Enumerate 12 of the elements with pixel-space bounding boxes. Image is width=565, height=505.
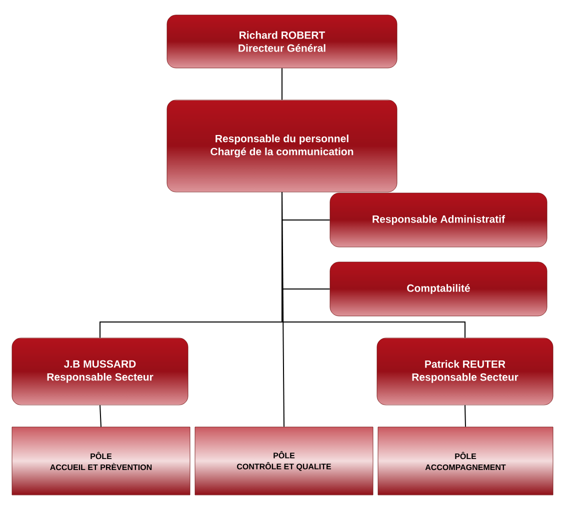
connector-line: [282, 192, 284, 428]
role-box: Responsable Administratif: [330, 192, 548, 248]
department-box: PÔLE ACCOMPAGNEMENT: [378, 426, 554, 496]
role-box: Responsable du personnel Chargé de la communication: [166, 100, 398, 192]
department-box: PÔLE CONTRÔLE ET QUALITE: [194, 426, 374, 496]
connector-line: [100, 404, 102, 428]
role-box: Patrick REUTER Responsable Secteur: [376, 338, 554, 406]
role-box: J.B MUSSARD Responsable Secteur: [12, 338, 188, 406]
role-box: Richard ROBERT Directeur Général: [166, 14, 398, 68]
department-box: PÔLE ACCUEIL ET PRÈVENTION: [12, 426, 190, 496]
role-box: Comptabilité: [330, 262, 548, 316]
connector-line: [464, 404, 466, 428]
